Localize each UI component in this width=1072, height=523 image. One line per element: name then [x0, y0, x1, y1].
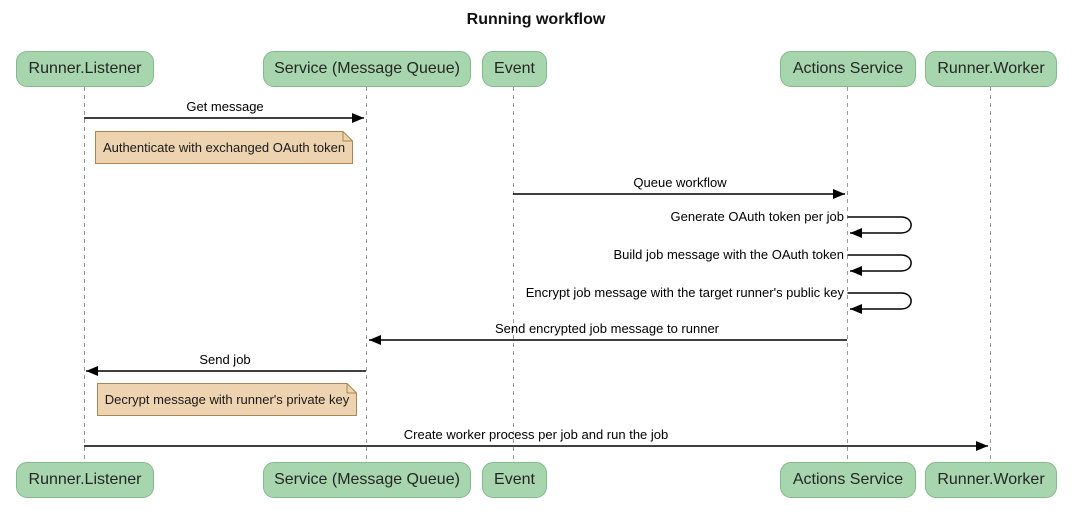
message-label-generate-oauth-token: Generate OAuth token per job [670, 209, 844, 224]
message-label-create-worker-process: Create worker process per job and run th… [403, 427, 669, 442]
message-label-send-encrypted-job-message: Send encrypted job message to runner [494, 321, 720, 336]
participant-actions-service-top: Actions Service [780, 51, 916, 87]
message-label-build-job-message: Build job message with the OAuth token [613, 247, 844, 262]
participant-runner-worker-bottom: Runner.Worker [925, 462, 1057, 498]
note-fold-icon [342, 131, 353, 142]
note-fold-icon [346, 383, 357, 394]
message-label-send-job: Send job [199, 352, 251, 367]
diagram-title: Running workflow [466, 11, 606, 28]
note-authenticate-shape [95, 131, 353, 164]
arrow-self-encrypt-job-message [847, 292, 912, 314]
participant-runner-listener-bottom: Runner.Listener [16, 462, 154, 498]
participant-service-message-queue-bottom: Service (Message Queue) [263, 462, 471, 498]
message-label-encrypt-job-message: Encrypt job message with the target runn… [525, 285, 844, 300]
note-authenticate: Authenticate with exchanged OAuth token [102, 140, 346, 155]
participant-runner-worker-top: Runner.Worker [925, 51, 1057, 87]
note-decrypt-shape [97, 383, 357, 416]
message-label-queue-workflow: Queue workflow [633, 175, 727, 190]
participant-actions-service-bottom: Actions Service [780, 462, 916, 498]
participant-event-top: Event [482, 51, 547, 87]
arrow-self-generate-oauth-token [847, 216, 912, 238]
note-decrypt: Decrypt message with runner's private ke… [104, 392, 350, 407]
message-label-get-message: Get message [186, 99, 264, 114]
participant-service-message-queue-top: Service (Message Queue) [263, 51, 471, 87]
participant-event-bottom: Event [482, 462, 547, 498]
participant-runner-listener-top: Runner.Listener [16, 51, 154, 87]
arrow-self-build-job-message [847, 254, 912, 276]
